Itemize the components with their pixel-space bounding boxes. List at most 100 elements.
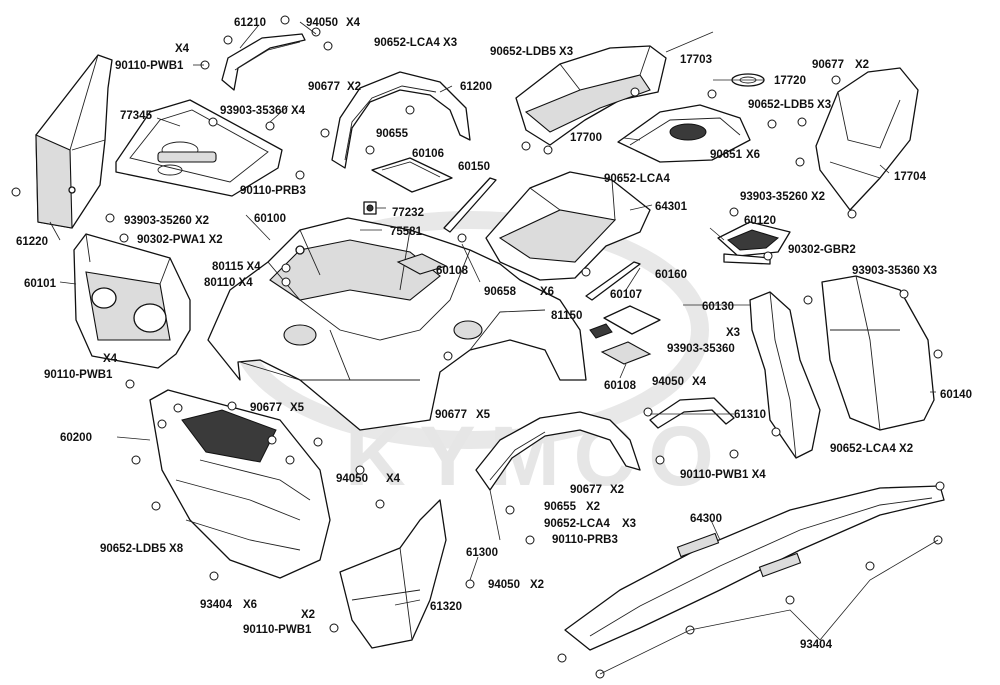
part-61200-fender xyxy=(331,71,471,169)
label-80115: 80115 X4 xyxy=(212,261,261,273)
label-90110-pwb1-c: 90110-PWB1 X4 xyxy=(680,469,766,481)
label-x4-e: X4 xyxy=(386,473,401,485)
label-94050-a: 94050 xyxy=(306,17,338,29)
part-64301-center-cover xyxy=(485,171,651,281)
label-90655-b: 90655 xyxy=(544,501,577,513)
label-x2-f: X2 xyxy=(301,609,315,621)
label-x3-a: X3 xyxy=(726,327,740,339)
part-61320-panel xyxy=(339,499,447,649)
part-61220-side-panel xyxy=(35,54,113,229)
label-90652-ldb5-b: 90652-LDB5 X3 xyxy=(748,99,831,111)
label-17700: 17700 xyxy=(570,132,602,144)
part-60150-strip xyxy=(443,177,497,233)
label-93903-35260-x2-b: 93903-35260 X2 xyxy=(740,191,825,203)
label-x4-c: X4 xyxy=(103,353,118,365)
label-75581: 75581 xyxy=(390,226,423,238)
label-x2-c: X2 xyxy=(610,484,624,496)
label-77345: 77345 xyxy=(120,110,153,122)
label-93903-35360: 93903-35360 xyxy=(667,343,735,355)
label-x3-b: X3 xyxy=(622,518,636,530)
label-77232: 77232 xyxy=(392,207,424,219)
label-60160: 60160 xyxy=(655,269,687,281)
label-17703: 17703 xyxy=(680,54,712,66)
part-60101-front-panel xyxy=(73,233,191,369)
label-x4-b: X4 xyxy=(175,43,190,55)
part-60100-main-body xyxy=(207,217,587,431)
label-60200: 60200 xyxy=(60,432,92,444)
label-60106: 60106 xyxy=(412,148,444,160)
part-60107-cover xyxy=(603,305,661,335)
label-93903-35360-x4: 93903-35360 X4 xyxy=(220,105,306,117)
label-x6-a: X6 xyxy=(746,149,760,161)
part-labels: 61210 94050 X4 X4 90110-PWB1 90652-LCA4 … xyxy=(16,17,972,651)
label-90110-prb3-b: 90110-PRB3 xyxy=(552,534,618,546)
label-94050-c: 94050 xyxy=(336,473,368,485)
label-x2-b: X2 xyxy=(347,81,361,93)
label-x4-d: X4 xyxy=(692,376,707,388)
label-90677-d: 90677 xyxy=(435,409,467,421)
label-60140: 60140 xyxy=(940,389,972,401)
part-17704-panel xyxy=(815,67,919,211)
part-17700-tank-tray xyxy=(617,104,751,163)
part-77345-rack-plate xyxy=(115,99,283,197)
leader-lines xyxy=(49,21,939,675)
label-17704: 17704 xyxy=(894,171,927,183)
label-60108-a: 60108 xyxy=(436,265,469,277)
label-93404-b: 93404 xyxy=(800,639,833,651)
label-90651: 90651 xyxy=(710,149,743,161)
label-90302-pwa1: 90302-PWA1 X2 xyxy=(137,234,223,246)
label-93404-a: 93404 xyxy=(200,599,233,611)
label-x2-e: X2 xyxy=(530,579,544,591)
part-60160-strip xyxy=(585,261,641,301)
label-64301: 64301 xyxy=(655,201,688,213)
label-90677-b: 90677 xyxy=(308,81,340,93)
label-x4-a: X4 xyxy=(346,17,361,29)
part-60130-side-panel xyxy=(749,291,821,459)
label-90110-pwb1-d: 90110-PWB1 xyxy=(243,624,312,636)
label-60120: 60120 xyxy=(744,215,776,227)
label-94050-d: 94050 xyxy=(488,579,520,591)
part-17703-top-cover xyxy=(515,45,667,146)
label-90652-ldb5-c: 90652-LDB5 X8 xyxy=(100,543,184,555)
label-60100: 60100 xyxy=(254,213,286,225)
label-x5-b: X5 xyxy=(476,409,491,421)
part-60108-plate-a xyxy=(396,253,448,275)
part-60140-rear-panel xyxy=(821,275,935,431)
label-x6-c: X6 xyxy=(243,599,257,611)
label-61220: 61220 xyxy=(16,236,48,248)
label-93903-35360-x3: 93903-35360 X3 xyxy=(852,265,937,277)
label-90677-a: 90677 xyxy=(812,59,844,71)
label-90652-lca4-b: 90652-LCA4 xyxy=(604,173,670,185)
label-64300: 64300 xyxy=(690,513,722,525)
label-60101: 60101 xyxy=(24,278,57,290)
label-90652-lca4-c: 90652-LCA4 X2 xyxy=(830,443,913,455)
label-90110-pwb1-b: 90110-PWB1 xyxy=(44,369,113,381)
label-94050-b: 94050 xyxy=(652,376,684,388)
label-x2-d: X2 xyxy=(586,501,600,513)
part-61300-fender xyxy=(475,411,641,491)
label-81150: 81150 xyxy=(551,310,582,322)
label-60130: 60130 xyxy=(702,301,734,313)
part-60200-front-fascia xyxy=(149,389,331,579)
label-90652-lca4-a: 90652-LCA4 X3 xyxy=(374,37,457,49)
label-x6-b: X6 xyxy=(540,286,554,298)
label-17720: 17720 xyxy=(774,75,806,87)
label-60108-b: 60108 xyxy=(604,380,637,392)
label-90110-prb3-a: 90110-PRB3 xyxy=(240,185,306,197)
label-93903-35260-x2-a: 93903-35260 X2 xyxy=(124,215,209,227)
label-61320: 61320 xyxy=(430,601,462,613)
part-64300-skid-plate xyxy=(564,485,945,651)
label-90677-e: 90677 xyxy=(570,484,602,496)
label-61310: 61310 xyxy=(734,409,766,421)
part-60106-cover xyxy=(371,157,453,193)
label-61200: 61200 xyxy=(460,81,492,93)
label-90110-pwb1-a: 90110-PWB1 xyxy=(115,60,184,72)
label-x5-a: X5 xyxy=(290,402,305,414)
part-61210-fender-flare xyxy=(221,33,306,91)
label-90677-c: 90677 xyxy=(250,402,282,414)
label-x2-a: X2 xyxy=(855,59,869,71)
part-77232-clip xyxy=(363,201,377,215)
label-60107: 60107 xyxy=(610,289,642,301)
